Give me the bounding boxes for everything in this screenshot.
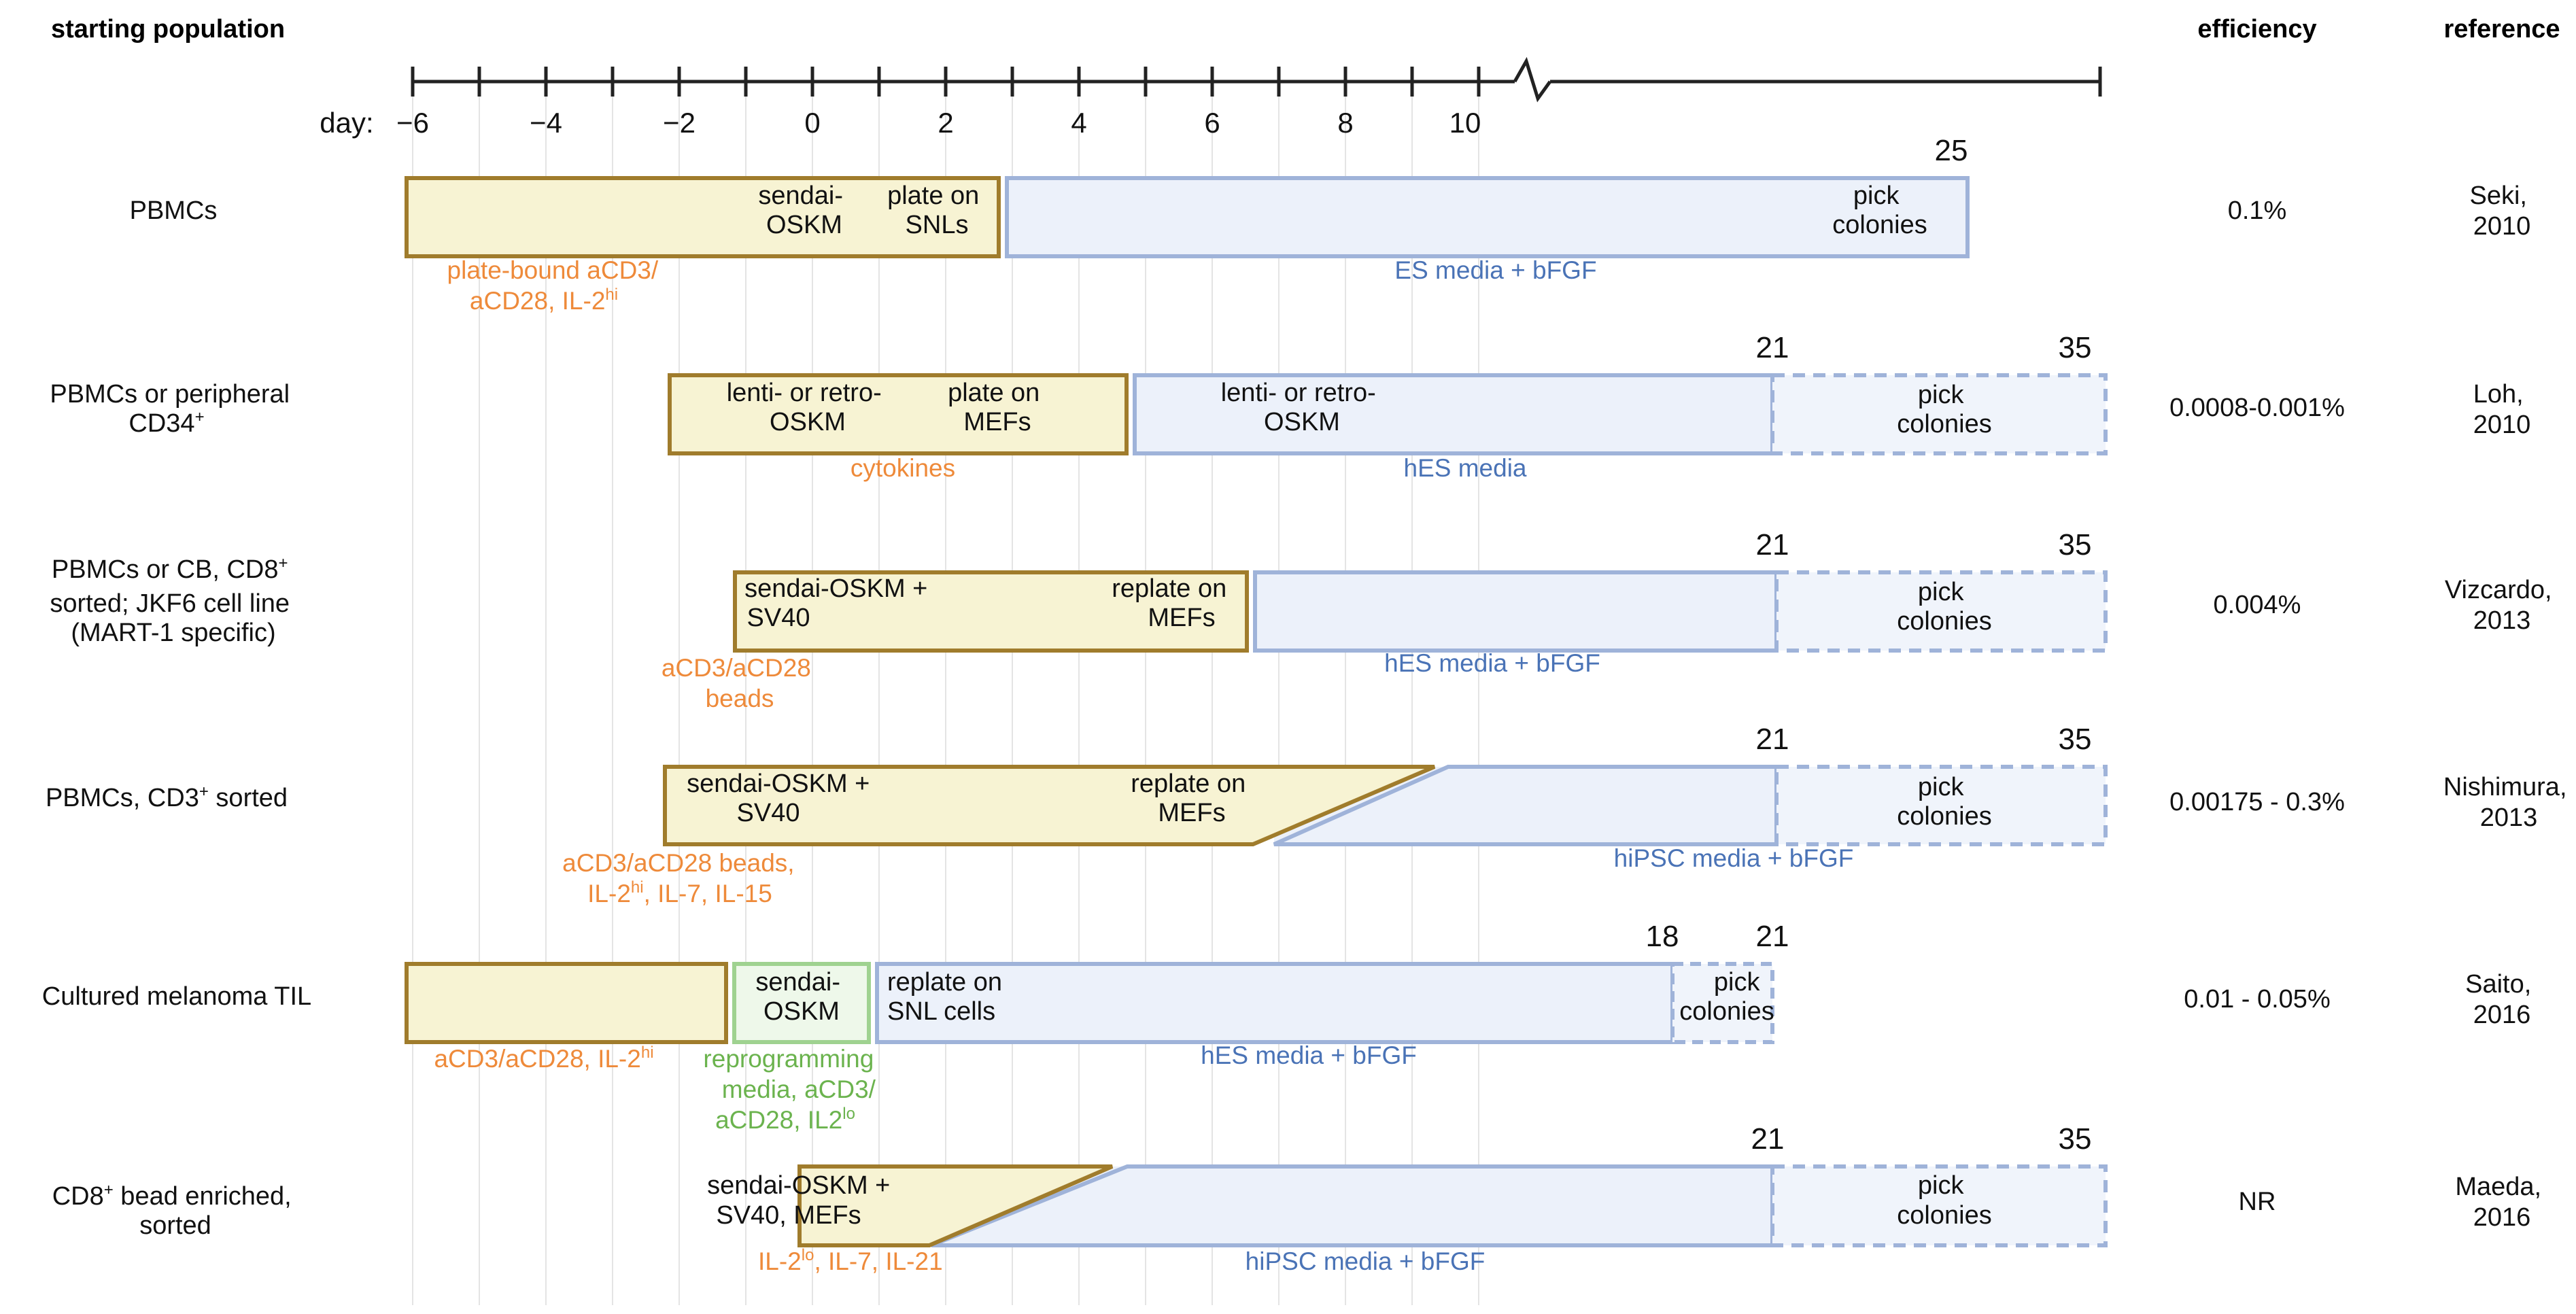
condition-label: hES media + bFGF: [1384, 649, 1600, 677]
header-starting-population: starting population: [51, 15, 285, 44]
tick-label: 10: [1449, 107, 1481, 139]
box-label: sendai- OSKM: [758, 181, 850, 239]
box-label: lenti- or retro- OSKM: [1221, 379, 1384, 436]
axis-day-prefix: day:: [320, 107, 373, 139]
axis-labels: day: −6 −4 −2 0 2 4 6 8 10: [320, 107, 1481, 139]
box-label: pick colonies: [1679, 968, 1774, 1026]
reprogramming-box: [732, 962, 871, 1044]
tick-label: 2: [938, 107, 953, 139]
tick-label: −4: [530, 107, 562, 139]
protocol-row-loh-2010: PBMCs or peripheral CD34+ lenti- or retr…: [50, 331, 2530, 482]
protocol-row-saito-2016: Cultured melanoma TIL sendai- OSKM repla…: [42, 920, 2539, 1134]
box-label: sendai-OSKM + SV40, MEFs: [707, 1171, 897, 1230]
box-label: plate on SNLs: [887, 181, 986, 239]
culture-box: [668, 373, 1129, 455]
reference-citation: Seki, 2010: [2469, 181, 2534, 241]
box-label: pick colonies: [1897, 1171, 1991, 1230]
condition-label: aCD3/aCD28, IL-2hi: [434, 1043, 653, 1073]
timeline-axis: [411, 56, 2102, 103]
tick-label: 4: [1071, 107, 1086, 139]
condition-label: hiPSC media + bFGF: [1614, 844, 1854, 872]
box-label: lenti- or retro- OSKM: [727, 379, 889, 436]
reference-citation: Maeda, 2016: [2455, 1173, 2548, 1232]
optional-media-box: [1774, 570, 2108, 653]
box-label: plate on MEFs: [948, 379, 1047, 436]
day-marker: 25: [1935, 134, 1968, 167]
reference-citation: Nishimura, 2013: [2443, 773, 2574, 832]
condition-label: hiPSC media + bFGF: [1246, 1247, 1486, 1275]
condition-label: IL-2lo, IL-7, IL-21: [758, 1246, 943, 1275]
box-label: pick colonies: [1832, 181, 1927, 239]
starting-population: PBMCs or peripheral CD34+: [50, 380, 296, 438]
condition-label: hES media: [1404, 454, 1527, 482]
day-marker: 21: [1756, 331, 1789, 364]
tick-label: 8: [1337, 107, 1353, 139]
media-box: [1253, 570, 1779, 653]
condition-label: hES media + bFGF: [1201, 1041, 1417, 1069]
day-marker: 35: [2059, 1122, 2092, 1156]
header-reference: reference: [2443, 15, 2560, 44]
day-marker: 21: [1751, 1122, 1785, 1156]
efficiency-value: 0.00175 - 0.3%: [2169, 788, 2345, 816]
day-marker: 21: [1756, 723, 1789, 756]
reference-citation: Loh, 2010: [2473, 380, 2531, 439]
media-box: [1005, 176, 1970, 258]
tick-label: 0: [804, 107, 820, 139]
efficiency-value: 0.01 - 0.05%: [2184, 985, 2330, 1014]
box-label: replate on MEFs: [1131, 770, 1253, 827]
efficiency-value: 0.0008-0.001%: [2169, 394, 2345, 422]
efficiency-value: 0.004%: [2214, 591, 2301, 619]
condition-label: aCD3/aCD28 beads, IL-2hi, IL-7, IL-15: [562, 849, 802, 907]
media-box: [875, 962, 1675, 1044]
condition-label: ES media + bFGF: [1394, 256, 1596, 284]
box-label: sendai-OSKM + SV40: [687, 770, 877, 827]
condition-label: cytokines: [851, 454, 955, 482]
culture-box: [405, 176, 1001, 258]
condition-label: reprogramming media, aCD3/ aCD28, IL2lo: [703, 1045, 882, 1134]
day-marker: 35: [2059, 331, 2092, 364]
reference-citation: Saito, 2016: [2465, 970, 2539, 1029]
culture-box-taper: [797, 1164, 1114, 1247]
protocol-row-vizcardo-2013: PBMCs or CB, CD8+ sorted; JKF6 cell line…: [50, 528, 2559, 712]
starting-population: PBMCs or CB, CD8+ sorted; JKF6 cell line…: [50, 546, 296, 647]
culture-box: [405, 962, 728, 1044]
optional-media-box: [1770, 373, 2108, 455]
tick-label: −2: [663, 107, 695, 139]
optional-media-box: [1770, 1164, 2108, 1247]
box-label: pick colonies: [1897, 381, 1991, 438]
efficiency-value: 0.1%: [2228, 196, 2287, 225]
day-marker: 21: [1756, 920, 1789, 953]
box-label: replate on SNL cells: [887, 968, 1010, 1026]
optional-media-box: [1774, 765, 2108, 846]
efficiency-value: NR: [2239, 1188, 2276, 1216]
culture-box: [733, 570, 1249, 653]
condition-label: aCD3/aCD28 beads: [662, 654, 818, 712]
day-gridlines: [412, 82, 1479, 1305]
starting-population: CD8+ bead enriched, sorted: [52, 1181, 299, 1240]
starting-population: PBMCs, CD3+ sorted: [46, 782, 288, 812]
optional-media-box: [1670, 962, 1774, 1044]
header-efficiency: efficiency: [2197, 15, 2316, 44]
box-label: pick colonies: [1897, 773, 1991, 831]
protocol-row-seki-2010: PBMCs sendai- OSKM plate on SNLs pick co…: [130, 134, 2534, 315]
starting-population: Cultured melanoma TIL: [42, 982, 311, 1011]
tick-label: 6: [1204, 107, 1220, 139]
starting-population: PBMCs: [130, 196, 218, 225]
tick-label: −6: [396, 107, 429, 139]
box-label: sendai- OSKM: [755, 968, 847, 1026]
box-label: replate on MEFs: [1112, 574, 1234, 632]
condition-label: plate-bound aCD3/ aCD28, IL-2hi: [447, 256, 666, 315]
box-label: pick colonies: [1897, 578, 1991, 636]
day-marker: 21: [1756, 528, 1789, 561]
day-marker: 35: [2059, 723, 2092, 756]
box-label: sendai-OSKM + SV40: [744, 574, 935, 632]
protocol-row-maeda-2016: CD8+ bead enriched, sorted sendai-OSKM +…: [52, 1122, 2548, 1275]
day-marker: 35: [2059, 528, 2092, 561]
protocol-row-nishimura-2013: PBMCs, CD3+ sorted sendai-OSKM + SV40 re…: [46, 723, 2574, 907]
reference-citation: Vizcardo, 2013: [2445, 576, 2559, 635]
day-marker: 18: [1646, 920, 1679, 953]
culture-box-taper: [663, 765, 1436, 846]
